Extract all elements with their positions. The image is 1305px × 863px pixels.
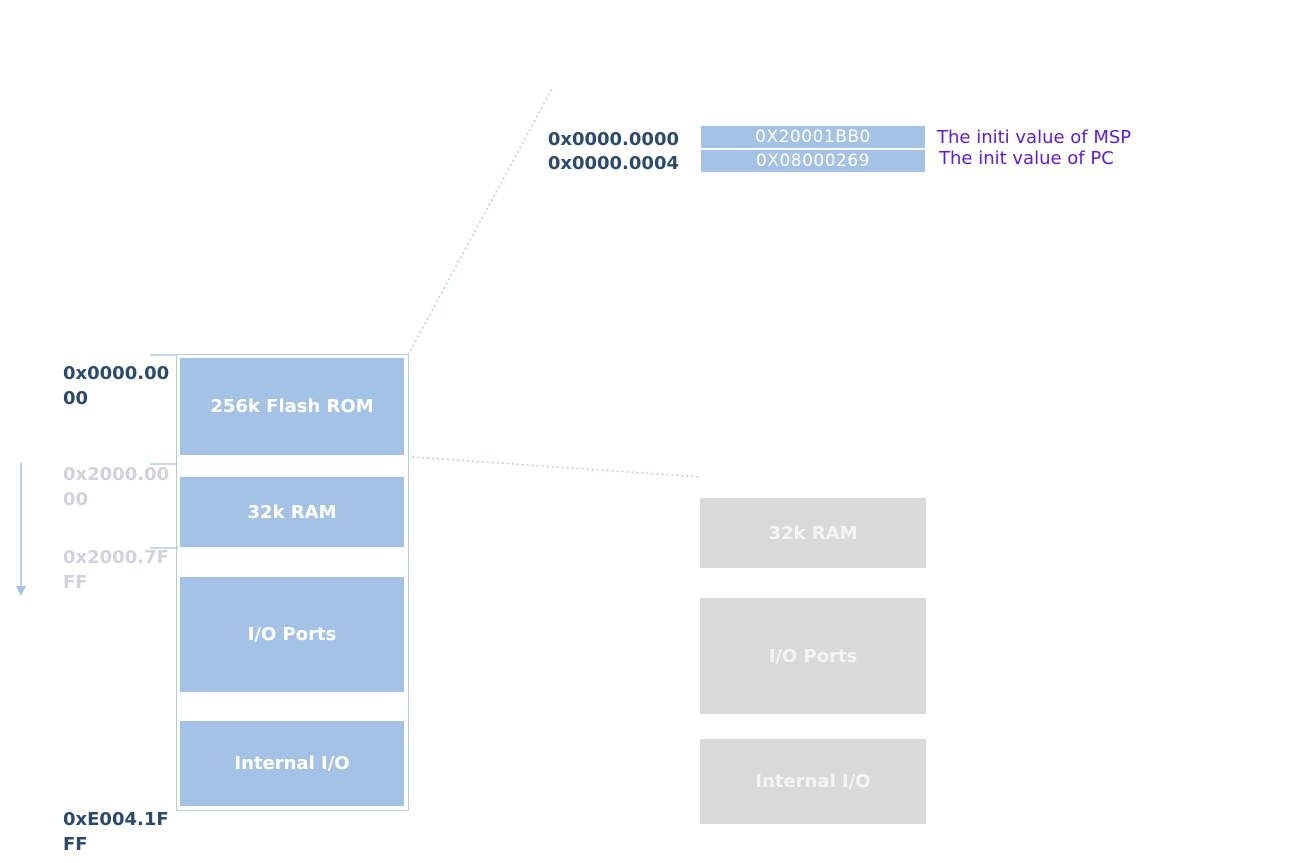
faded-ram-block: 32k RAM [700,498,926,568]
address-io-end: 0xE004.1F FF [63,809,169,855]
address-flash-start: 0x0000.00 00 [63,363,170,409]
msp-value-cell: 0X20001BB0 [701,126,925,148]
address-ram-end: 0x2000.7F FF [63,547,169,593]
memory-map-frame [176,354,409,811]
flash-rom-block: 256k Flash ROM [180,358,404,455]
zoom-address-row-0: 0x0000.0000 [547,129,679,150]
zoom-connector-top [407,86,554,356]
msp-annotation: The initi value of MSP [937,127,1132,148]
faded-io-ports-block: I/O Ports [700,598,926,714]
internal-io-block: Internal I/O [180,721,404,806]
io-ports-block: I/O Ports [180,577,404,692]
pc-annotation: The init value of PC [939,148,1114,169]
address-ram-start: 0x2000.00 00 [63,464,170,510]
ram-block: 32k RAM [180,477,404,547]
zoom-address-row-1: 0x0000.0004 [547,153,679,174]
pc-value-cell: 0X08000269 [701,150,925,172]
address-direction-arrowhead [16,586,26,596]
faded-internal-io-block: Internal I/O [700,739,926,824]
zoom-connector-bottom [411,456,701,478]
